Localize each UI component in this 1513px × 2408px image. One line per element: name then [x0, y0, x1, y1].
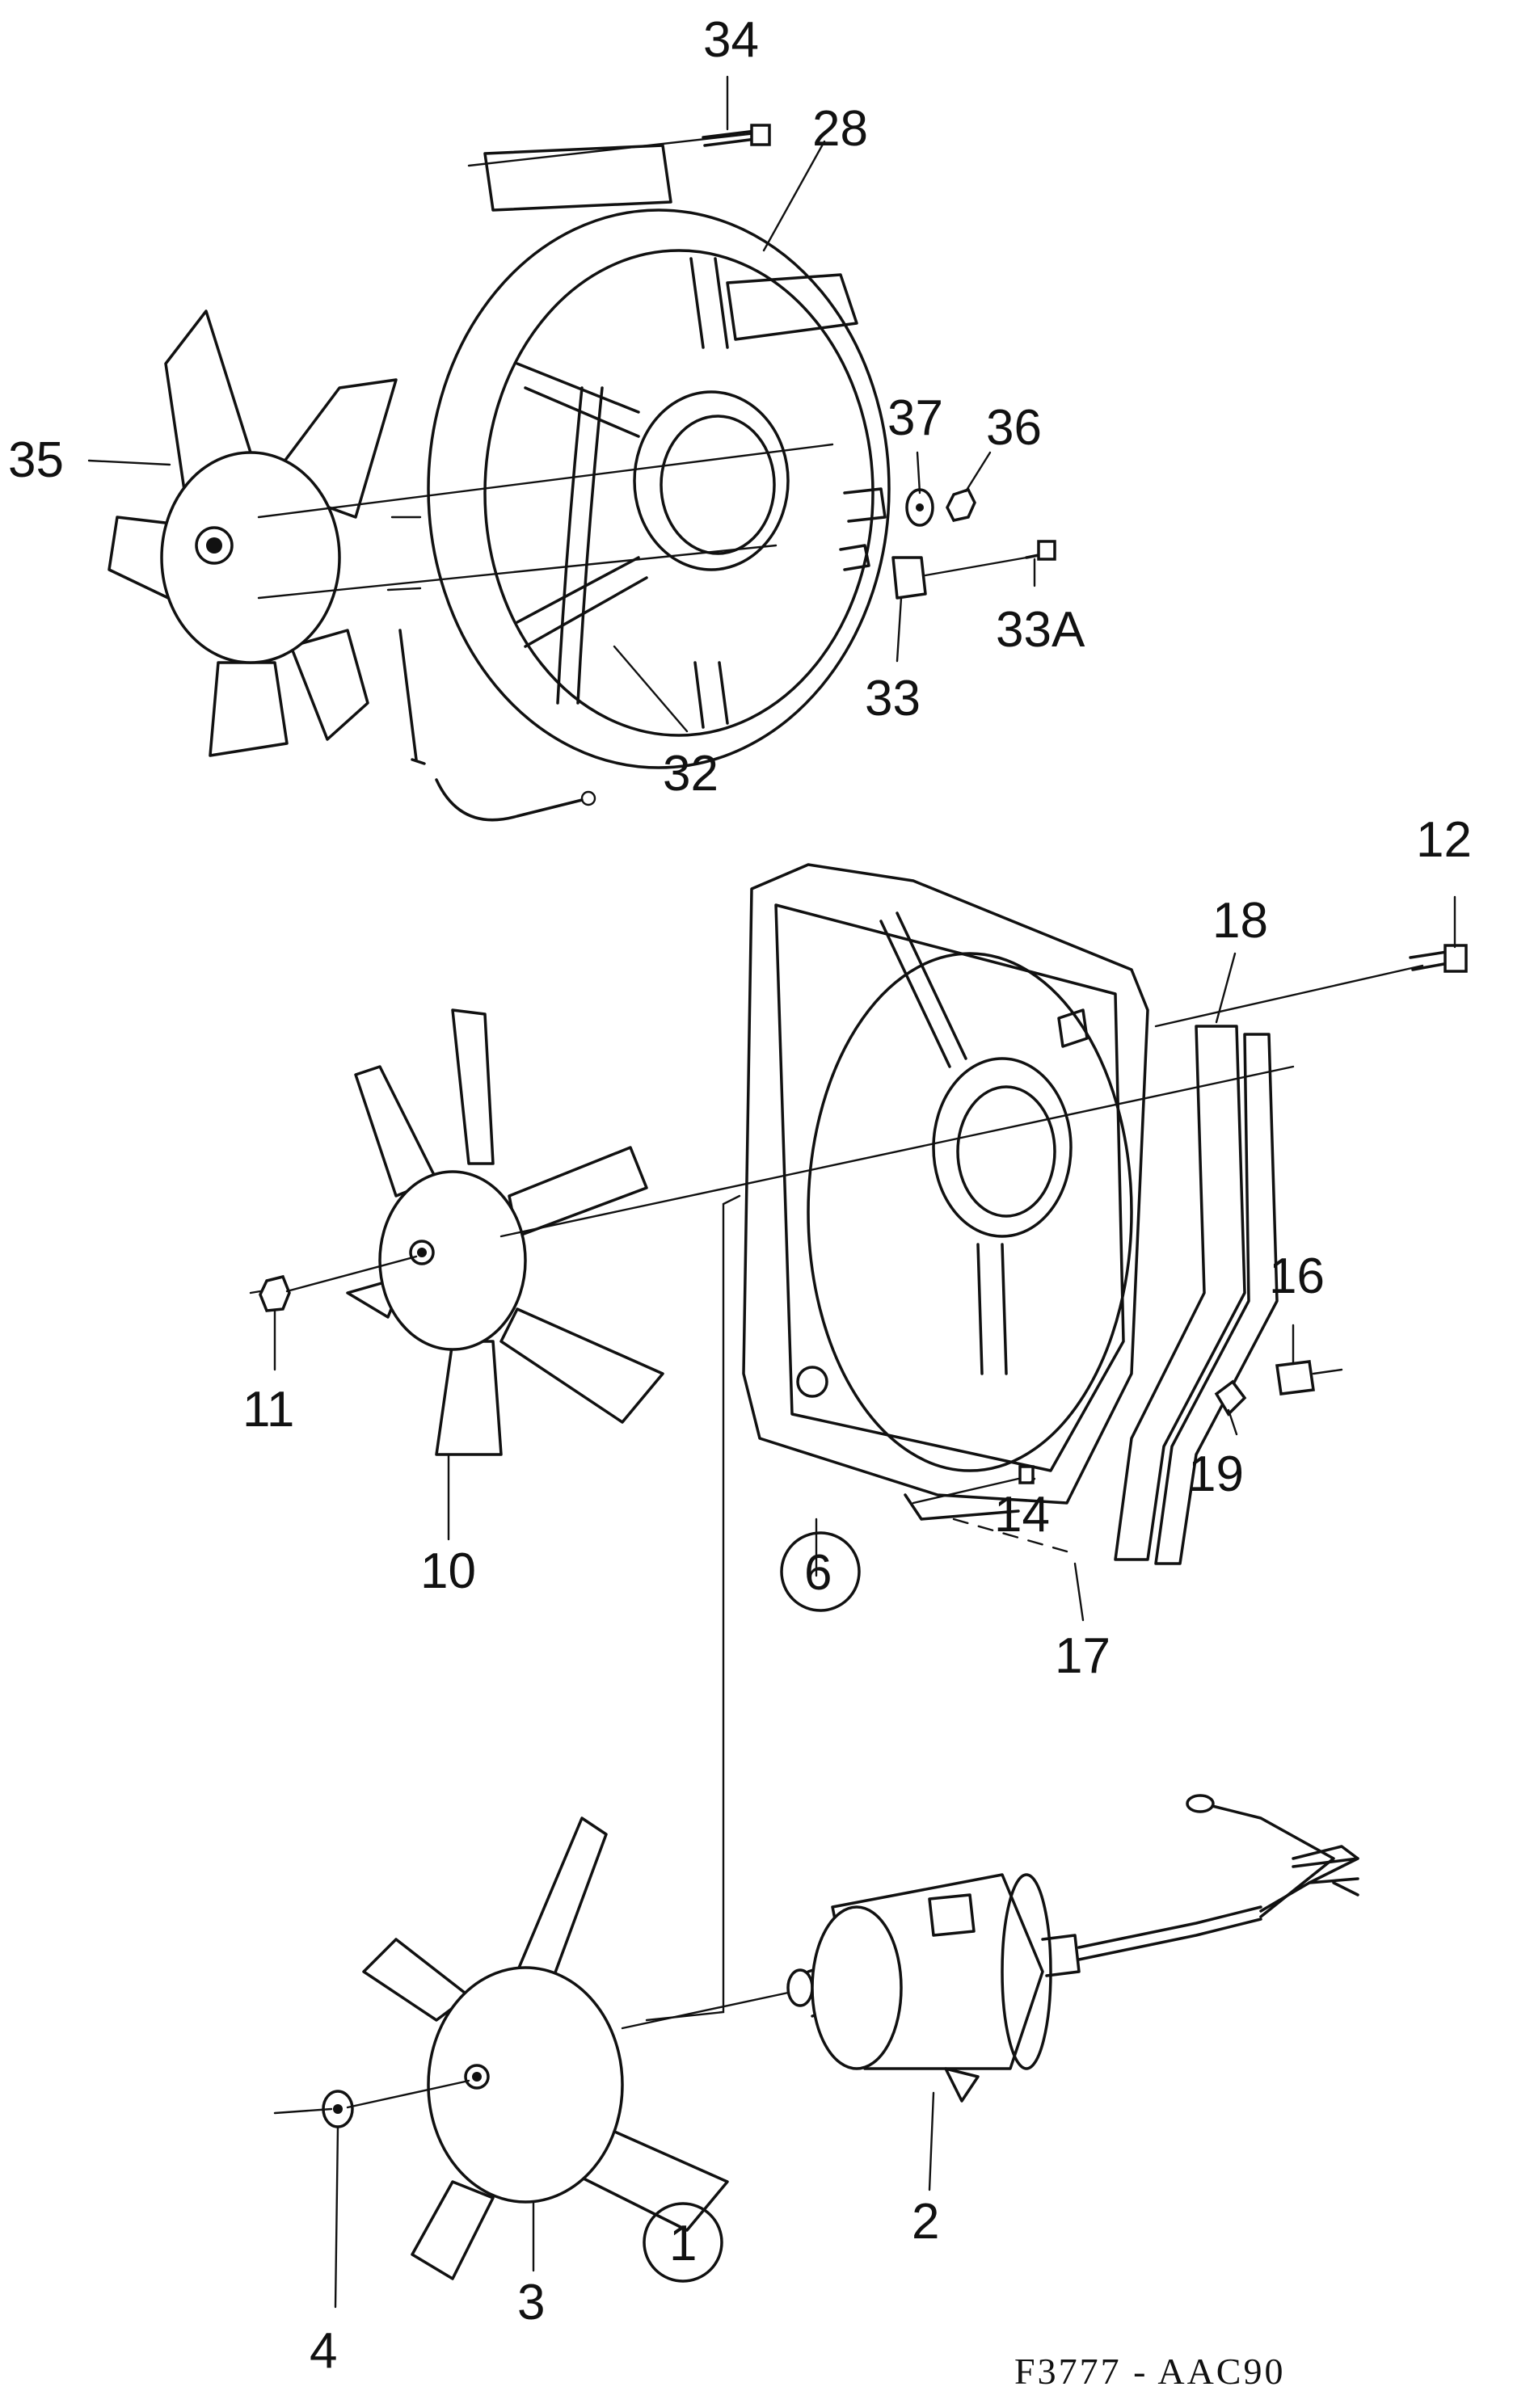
- fan-shroud-28: [427, 144, 891, 769]
- callout-4: 4: [310, 2323, 337, 2379]
- callout-2: 2: [912, 2194, 939, 2250]
- bolt-34: [467, 124, 771, 167]
- callout-36: 36: [986, 400, 1042, 456]
- callout-11: 11: [242, 1382, 294, 1438]
- callout-12: 12: [1416, 812, 1472, 868]
- fan-10: [346, 1008, 664, 1456]
- fan-shroud-6: [742, 863, 1149, 1521]
- callout-1-circle: [643, 2202, 723, 2283]
- seal-strip-18: [1114, 1025, 1246, 1561]
- callout-6-circle: [780, 1531, 861, 1612]
- callout-labels: 34 28 35 37 36 33A 33 32 12 18 16 11 19 …: [8, 12, 1472, 2379]
- assembly-guide-line: [645, 1194, 741, 2022]
- callout-34: 34: [703, 12, 759, 68]
- bolt-12: [1154, 944, 1468, 1028]
- callout-33: 33: [865, 671, 921, 726]
- callout-1: 1: [669, 2216, 697, 2271]
- nut-11: [249, 1274, 291, 1312]
- clip-33: [891, 556, 1028, 600]
- callout-28: 28: [812, 101, 868, 157]
- nut-36: [946, 487, 976, 523]
- callout-33A: 33A: [996, 602, 1085, 658]
- lower-fan-assembly: [273, 1794, 1359, 2280]
- callout-10: 10: [420, 1543, 476, 1599]
- callout-35: 35: [8, 432, 64, 488]
- callout-leaders: [87, 75, 1456, 2309]
- fan-35: [107, 309, 596, 822]
- callout-17: 17: [1055, 1628, 1111, 1684]
- callout-14: 14: [994, 1487, 1050, 1543]
- callout-16: 16: [1269, 1248, 1325, 1304]
- seal-strip-17: [1154, 1033, 1279, 1565]
- motor-2: [786, 1794, 1359, 2103]
- middle-fan-assembly: [249, 863, 1468, 1565]
- callout-37: 37: [887, 390, 943, 446]
- callout-32: 32: [663, 746, 719, 802]
- callout-3: 3: [517, 2275, 545, 2330]
- callout-6: 6: [804, 1545, 832, 1601]
- washer-37: [905, 488, 934, 527]
- callout-19: 19: [1188, 1446, 1244, 1502]
- screw-14: [912, 1465, 1035, 1505]
- drawing-reference-code: F3777 - AAC90: [1014, 2351, 1285, 2392]
- callout-18: 18: [1212, 893, 1268, 949]
- screw-33A: [1025, 540, 1056, 561]
- upper-fan-assembly: [107, 124, 1056, 822]
- fan-3: [362, 1817, 729, 2280]
- clip-16: [1275, 1360, 1343, 1396]
- clip-19: [1214, 1379, 1247, 1417]
